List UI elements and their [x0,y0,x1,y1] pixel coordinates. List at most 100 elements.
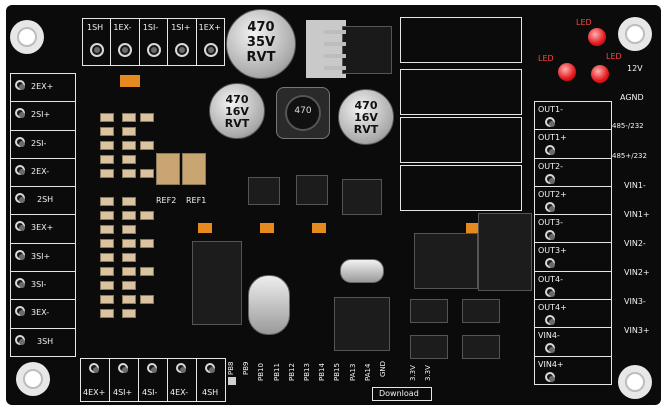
led [591,65,609,83]
far-right-label: VIN1+ [624,210,650,219]
right-terminal-row: VIN4+ [535,357,611,384]
terminal-hole [15,221,25,232]
top-header-block: 1SH 1EX- 1SI- 1SI+ 1EX+ [82,18,225,66]
right-terminal-row: OUT3+ [535,243,611,272]
left-header-label: 2EX+ [31,82,54,91]
terminal-hole [147,363,157,373]
capacitor-label-line3: RVT [353,123,379,136]
left-header-label: 2SI+ [31,110,51,120]
left-header-label: 3EX+ [31,223,54,233]
bottom-header-label: 4EX+ [83,388,106,397]
sot-regulator [248,177,280,205]
left-header-label: 3SI- [31,280,47,290]
crystal-oscillator [340,259,384,283]
mounting-hole-top-right [618,17,652,51]
mosfet [462,299,500,323]
right-terminal-row: OUT4+ [535,300,611,329]
left-header-label: 3SH [37,336,54,346]
mounting-hole-top-left [10,20,44,54]
right-terminal-row: VIN4- [535,328,611,357]
led [558,63,576,81]
terminal-hole [15,306,25,317]
terminal-hole [15,80,25,90]
left-header-label: 3EX- [31,308,50,318]
capacitor-label-line2: 16V [354,111,378,124]
terminal-hole [15,164,25,175]
terminal-hole [545,117,555,127]
bottom-header-cell: 4SI+ [110,359,139,401]
terminal-hole [15,249,25,260]
terminal-hole [15,193,25,204]
capacitor-label-line1: 470 [354,99,378,112]
terminal-hole [118,43,133,57]
bottom-header-label: 4SI+ [113,388,133,397]
top-header-label: 1SI- [142,23,159,32]
pin-label: PB9 [242,361,250,375]
orange-component [260,223,274,233]
terminal-hole [89,363,99,373]
right-terminal-row: OUT2- [535,159,611,187]
terminal-hole [15,136,25,147]
far-right-label: 12V [627,64,643,73]
right-terminal-label: OUT4+ [538,303,567,313]
mosfet [462,335,500,359]
right-terminal-label: OUT4- [538,274,564,284]
led-label: LED [538,54,554,63]
mounting-hole-bottom-right [618,365,652,399]
left-header-row: 3EX- [11,300,75,329]
top-header-cell: 1EX- [111,19,140,65]
left-header-row: 3SI- [11,272,75,301]
right-terminal-row: OUT1- [535,102,611,131]
sop-ic [478,213,532,291]
led-label: LED [576,18,592,27]
capacitor-label-line3: RVT [246,50,276,65]
mosfet [410,335,448,359]
microcontroller [334,297,390,351]
tantalum-capacitor [156,153,180,185]
left-header-row: 2SI- [11,131,75,159]
left-header-row: 2EX- [11,159,75,188]
left-header-row: 2SH [11,187,75,216]
left-header-row: 2EX+ [11,74,75,103]
top-header-cell: 1SI+ [168,19,197,65]
terminal-hole [545,173,555,184]
terminal-hole [15,278,25,289]
far-right-label: VIN1- [624,181,646,190]
bottom-header-cell: 4SI- [139,359,168,401]
right-terminal-block: OUT1- OUT1+ OUT2- OUT2+ OUT3- OUT3+ OUT4… [534,101,612,385]
tantalum-capacitor [182,153,206,185]
terminal-hole [176,363,186,373]
sop-ic [414,233,478,289]
electrolytic-capacitor: 470 16V RVT [209,83,265,139]
terminal-hole [545,286,555,297]
relay-outline [400,117,522,163]
bottom-header-label: 4EX- [170,388,189,397]
top-header-label: 1SI+ [171,23,191,32]
power-inductor: 470 [276,87,330,139]
electrolytic-capacitor: 470 16V RVT [338,89,394,145]
top-header-cell: 1SI- [140,19,169,65]
far-right-label: VIN3- [624,297,646,306]
bottom-header-cell: 4EX- [168,359,197,401]
left-header-label: 2SH [37,195,54,205]
terminal-hole [146,43,161,57]
terminal-hole [545,230,555,241]
led-label: LED [606,52,622,61]
crystal-oscillator [248,275,290,335]
right-terminal-label: OUT3- [538,218,564,228]
top-header-label: 1SH [87,23,104,32]
download-label-box: Download [372,387,432,401]
orange-component [120,75,140,87]
right-terminal-row: OUT2+ [535,187,611,216]
terminal-hole [203,43,218,57]
left-header-label: 3SI+ [31,251,51,261]
far-right-label: 485-/232 [612,122,644,130]
adc-ic [192,241,242,325]
pin-label: PB8 [227,361,235,375]
download-label: Download [379,389,419,398]
right-terminal-label: OUT1+ [538,133,567,143]
terminal-hole [90,43,104,57]
capacitor-label-line1: 470 [225,93,249,106]
far-right-label: VIN2+ [624,268,650,277]
far-right-label: VIN2- [624,239,646,248]
